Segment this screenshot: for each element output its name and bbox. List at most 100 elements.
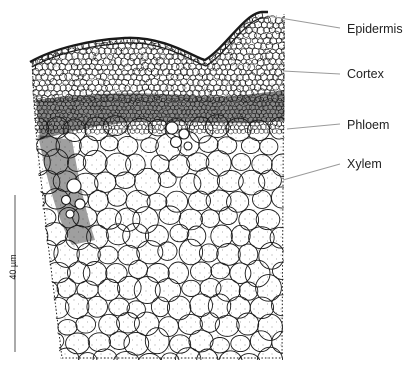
cell [115, 17, 122, 23]
cell [175, 27, 181, 34]
cell [62, 38, 69, 46]
cell [47, 32, 54, 39]
cell [219, 22, 226, 28]
cell [89, 31, 96, 39]
cell [33, 49, 40, 56]
cell [36, 32, 43, 39]
scale-bar-label: 40 µm [8, 252, 18, 282]
cell [195, 22, 202, 28]
cell [202, 43, 209, 50]
cell [205, 18, 210, 24]
cell [193, 16, 199, 22]
cell [172, 33, 178, 38]
cell [163, 17, 168, 23]
cell [204, 28, 210, 33]
cell [66, 33, 72, 39]
cell [32, 37, 38, 43]
cell [285, 122, 289, 126]
cell [287, 106, 291, 110]
leader-cortex [283, 71, 340, 74]
cell [111, 27, 116, 32]
cell [285, 64, 290, 70]
cell [47, 43, 53, 49]
label-epidermis: Epidermis [347, 22, 403, 36]
cell [183, 42, 189, 49]
cell [25, 295, 44, 316]
cell [163, 38, 168, 42]
cell [134, 17, 141, 23]
cell [39, 26, 46, 33]
cell [189, 22, 197, 30]
cell [284, 118, 289, 122]
cell [176, 17, 181, 22]
cell [204, 38, 211, 45]
cell [110, 17, 116, 23]
cell [207, 42, 214, 50]
cell [284, 44, 289, 49]
cell [180, 16, 187, 22]
cell [181, 27, 188, 35]
cell [56, 38, 63, 45]
cell [184, 21, 190, 27]
cell [212, 39, 217, 44]
cell [26, 224, 48, 248]
label-phloem: Phloem [347, 118, 389, 132]
cell [187, 17, 194, 23]
cell [65, 22, 72, 29]
cell [63, 17, 70, 24]
cell [151, 18, 157, 23]
cell [217, 38, 223, 43]
cell [232, 21, 238, 27]
cell [36, 43, 43, 51]
cell [229, 16, 234, 22]
cell [197, 33, 203, 39]
cell [124, 22, 130, 28]
cell [27, 262, 46, 280]
cell [26, 334, 46, 354]
cell [177, 21, 185, 29]
cell [286, 113, 291, 118]
cell [284, 33, 290, 38]
cell [116, 27, 123, 33]
cell [146, 18, 151, 24]
cell [285, 53, 290, 58]
cell [29, 33, 35, 38]
cell [107, 23, 112, 28]
cell [174, 37, 181, 44]
cell [35, 348, 57, 367]
cell [153, 32, 161, 40]
cell [199, 17, 204, 23]
cell [180, 38, 188, 44]
cell [170, 38, 175, 44]
cell [122, 28, 127, 32]
cell [193, 49, 199, 54]
cell [86, 27, 91, 32]
cell [27, 49, 33, 54]
cell [119, 22, 125, 28]
cell [286, 98, 291, 102]
cell [92, 17, 98, 22]
cell [187, 38, 193, 43]
cell [60, 22, 65, 27]
cell [122, 16, 129, 23]
cell [87, 18, 92, 23]
cell [210, 17, 217, 24]
cell [178, 32, 185, 39]
cell [45, 27, 52, 35]
cell [31, 44, 36, 48]
cell [162, 28, 169, 34]
cell [92, 28, 99, 35]
cell [222, 27, 228, 34]
label-cortex: Cortex [347, 67, 384, 81]
cell [41, 22, 48, 28]
cell [78, 24, 83, 28]
cell [104, 28, 111, 35]
cell [191, 33, 197, 38]
cell [284, 84, 291, 90]
cell [189, 43, 196, 51]
cell [95, 33, 102, 39]
cell [199, 27, 206, 35]
cell [98, 27, 105, 34]
cell [198, 48, 205, 54]
cell [207, 33, 214, 39]
